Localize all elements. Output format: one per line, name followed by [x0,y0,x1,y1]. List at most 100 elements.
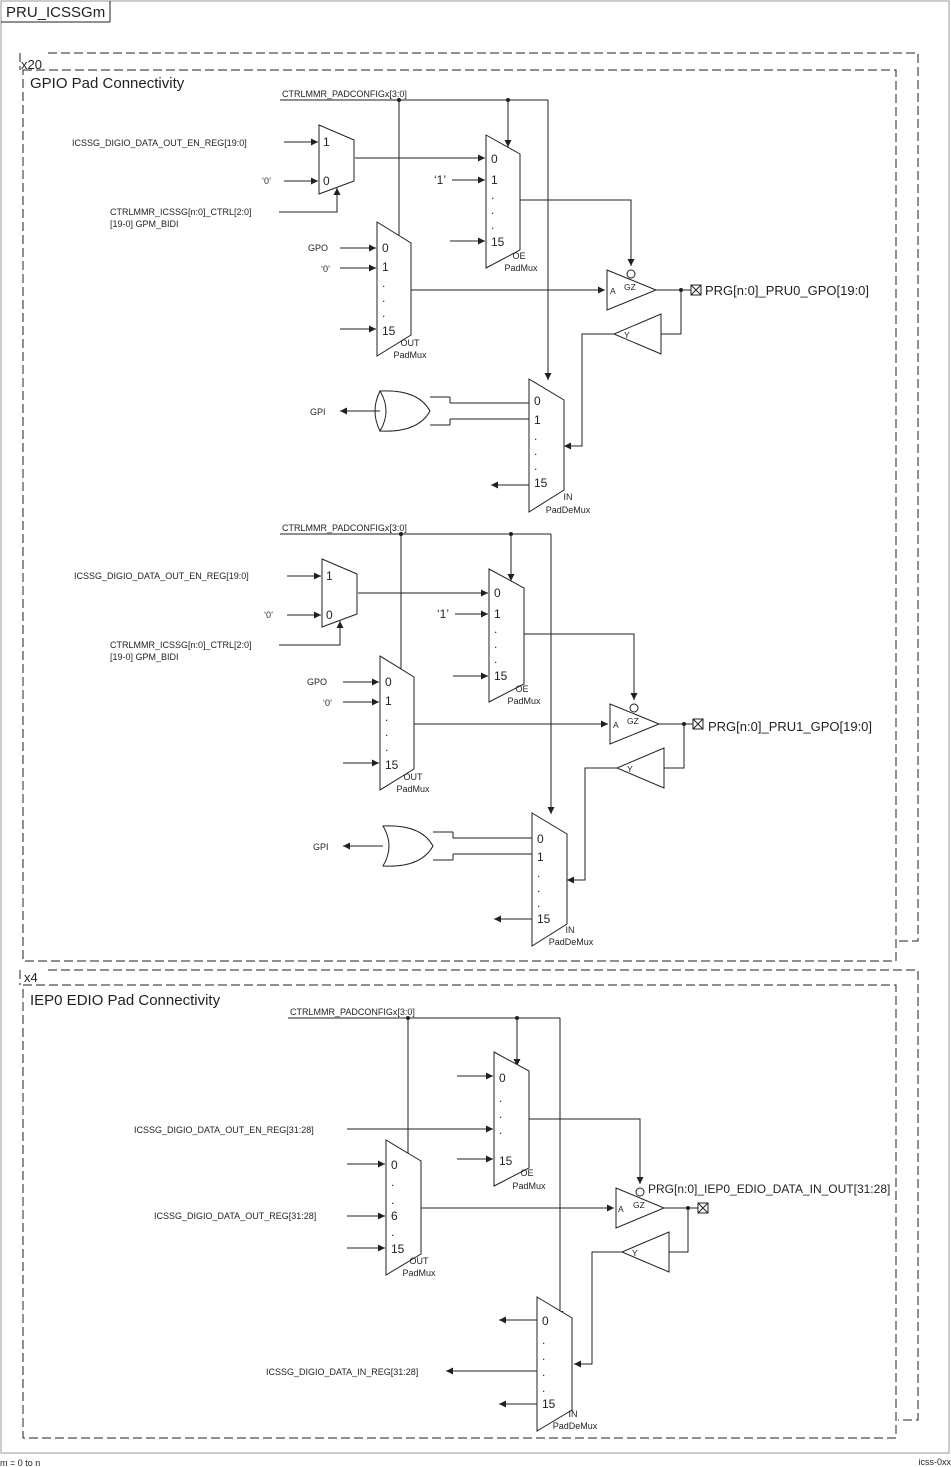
pru0-out-dot-1: . [382,276,385,290]
edio-out-in-6: 6 [391,1209,398,1223]
pru0-bidi-mux-input-0: 0 [323,174,330,188]
pru0-in-paddemux-label: PadDeMux [546,505,591,515]
pru1-in-dot-3: . [537,896,540,910]
pru1-ctrl-label-2: [19-0] GPM_BIDI [110,652,179,662]
pru1-buffer-y-label: Y [627,764,633,774]
pru0-oe-dot-3: . [491,218,494,232]
edio-output-buffer [615,1187,666,1229]
pru1-gpio-block: CTRLMMR_PADCONFIGx[3:0] 1 0 ICSSG_DIGIO_… [74,523,872,947]
iep0-edio-block: CTRLMMR_PADCONFIGx[3:0] 0 . . . 15 OE Pa… [134,1007,890,1432]
edio-out-dot-3: . [391,1225,394,1239]
edio-out-padmux-label: PadMux [402,1268,436,1278]
pru1-const-1-label: ‘1’ [437,607,449,621]
edio-out-dot-1: . [391,1175,394,1189]
pru1-out-dot-2: . [385,725,388,739]
pru1-oe-in-1: 1 [494,607,501,621]
pru0-in-out-0: 0 [534,394,541,408]
pru0-oe-dot-1: . [491,188,494,202]
edio-repeat-count: x4 [24,970,38,985]
edio-oe-padmux-label: PadMux [512,1181,546,1191]
gpio-repeat-count: x20 [21,57,42,72]
pru0-buffer-gz-label: GZ [624,282,636,292]
pru0-ctrl-label-1: CTRLMMR_ICSSG[n:0]_CTRL[2:0] [110,207,252,217]
pru0-gpo-label: GPO [308,243,328,253]
pru0-output-enable-bubble [626,269,636,279]
pru0-out-in-1: 1 [382,260,389,274]
edio-section-frame [22,984,897,1439]
pru0-oe-padmux [485,134,521,269]
edio-repeat-frame [48,969,919,1421]
pru0-buffer-y-label: Y [624,330,630,340]
pru1-out-padmux-label: PadMux [396,784,430,794]
pru0-const-1-label: ‘1’ [434,173,446,187]
edio-pad-terminal [697,1202,709,1214]
edio-out-in-15: 15 [391,1242,405,1256]
pru0-out-padmux-label: PadMux [393,350,427,360]
pru1-buffer-gz-label: GZ [627,716,639,726]
pru1-oe-padmux [488,568,525,703]
pru1-out-in-15: 15 [385,758,399,772]
pru0-out-padmux [376,221,412,357]
pru1-in-out-1: 1 [537,850,544,864]
pru1-oe-padmux-label: PadMux [507,696,541,706]
edio-oe-dot-1: . [499,1091,502,1105]
pru1-out-label: OUT [404,772,424,782]
pru0-out-in-15: 15 [382,324,396,338]
edio-in-dot-3: . [542,1365,545,1379]
pru0-oe-in-0: 0 [491,152,498,166]
pru0-in-dot-2: . [534,444,537,458]
pru0-out-label: OUT [401,338,421,348]
edio-buffer-gz-label: GZ [633,1200,645,1210]
pru1-in-dot-2: . [537,881,540,895]
pru1-out-in-1: 1 [385,694,392,708]
pru1-oe-dot-1: . [494,622,497,636]
edio-oe-in-0: 0 [499,1071,506,1085]
edio-in-dot-1: . [542,1333,545,1347]
pru0-in-label: IN [564,492,573,502]
edio-in-out-0: 0 [542,1314,549,1328]
pru1-gpi-or-gate [382,825,434,867]
pru1-out-const-0-label: ‘0’ [323,698,332,708]
pru0-gpio-block: CTRLMMR_PADCONFIGx[3:0] 1 0 ICSSG_DIGIO_… [72,89,869,515]
gpio-section-frame [22,69,897,962]
pru1-output-buffer [609,703,661,745]
pru0-bidi-select-mux [318,124,355,195]
gpio-repeat-frame [48,52,919,942]
edio-oe-dot-3: . [499,1123,502,1137]
pru0-oe-in-1: 1 [491,173,498,187]
pru1-pad-terminal [692,718,704,730]
pru0-const-0-label: ‘0’ [262,176,271,186]
pru1-output-enable-bubble [629,703,639,713]
gpio-section-title: GPIO Pad Connectivity [30,75,185,92]
pru0-output-buffer [606,269,658,311]
pru0-buffer-a-label: A [610,286,616,296]
edio-section-title: IEP0 EDIO Pad Connectivity [30,992,221,1009]
pru1-in-label: IN [566,925,575,935]
edio-in-dot-2: . [542,1349,545,1363]
pru0-gpi-label: GPI [310,407,326,417]
pru0-in-paddemux [528,378,565,513]
outer-title: PRU_ICSSGm [6,4,105,21]
edio-out-padmux [385,1139,422,1276]
footer-index-note: m = 0 to n [0,1458,40,1467]
pru1-in-paddemux-label: PadDeMux [549,937,594,947]
pru1-gpi-label: GPI [313,842,329,852]
pru1-in-out-15: 15 [537,912,551,926]
edio-oe-dot-2: . [499,1107,502,1121]
pru0-out-en-reg-label: ICSSG_DIGIO_DATA_OUT_EN_REG[19:0] [72,138,247,148]
edio-input-buffer [620,1231,670,1273]
pru1-const-0-label: ‘0’ [264,610,273,620]
pru0-out-const-0-label: ‘0’ [321,264,330,274]
edio-padconfig-label: CTRLMMR_PADCONFIGx[3:0] [290,1007,415,1017]
pru1-out-in-0: 0 [385,675,392,689]
edio-out-reg-label: ICSSG_DIGIO_DATA_OUT_REG[31:28] [154,1211,316,1221]
edio-in-reg-label: ICSSG_DIGIO_DATA_IN_REG[31:28] [266,1367,418,1377]
pru0-oe-in-15: 15 [491,235,505,249]
pru1-bidi-mux-input-1: 1 [326,569,333,583]
pru1-buffer-a-label: A [613,720,619,730]
edio-oe-in-15: 15 [499,1154,513,1168]
edio-pad-label: PRG[n:0]_IEP0_EDIO_DATA_IN_OUT[31:28] [648,1182,890,1196]
pru0-out-dot-3: . [382,306,385,320]
edio-oe-padmux [493,1051,530,1187]
